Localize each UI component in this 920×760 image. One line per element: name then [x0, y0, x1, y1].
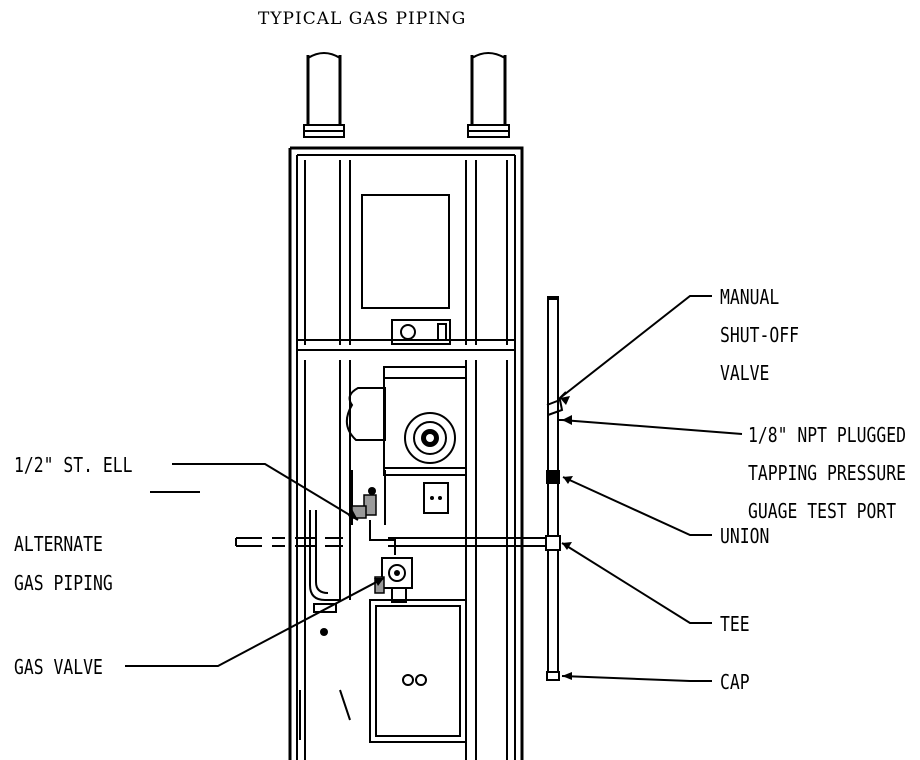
label-alternate-2: GAS PIPING	[14, 571, 113, 595]
label-alternate-1: ALTERNATE	[14, 532, 103, 556]
alternate-piping-dashes	[235, 537, 343, 547]
label-gas-valve: GAS VALVE	[14, 655, 103, 679]
label-manual-shutoff-1: MANUAL	[720, 285, 780, 309]
label-npt-port-2: TAPPING PRESSURE	[748, 461, 906, 485]
vent-pipe-left	[303, 52, 345, 138]
furnace-cabinet	[288, 146, 524, 760]
label-cap: CAP	[720, 670, 750, 694]
label-st-ell: 1/2" ST. ELL	[14, 453, 133, 477]
label-npt-port-3: GUAGE TEST PORT	[748, 499, 897, 523]
diagram-title: TYPICAL GAS PIPING	[258, 9, 467, 29]
label-tee: TEE	[720, 612, 750, 636]
vent-pipe-right	[467, 52, 510, 138]
blower-compartment	[299, 599, 467, 743]
label-union: UNION	[720, 524, 770, 548]
label-manual-shutoff-2: SHUT-OFF	[720, 323, 799, 347]
leader-lines	[125, 295, 743, 682]
label-manual-shutoff-3: VALVE	[720, 361, 770, 385]
inducer-blower	[345, 366, 467, 476]
gas-valve-assembly	[351, 470, 413, 603]
pressure-switch-box	[423, 482, 449, 514]
label-npt-port-1: 1/8" NPT PLUGGED	[748, 423, 906, 447]
gas-supply-piping	[388, 296, 567, 681]
condensate-drain	[309, 510, 341, 636]
